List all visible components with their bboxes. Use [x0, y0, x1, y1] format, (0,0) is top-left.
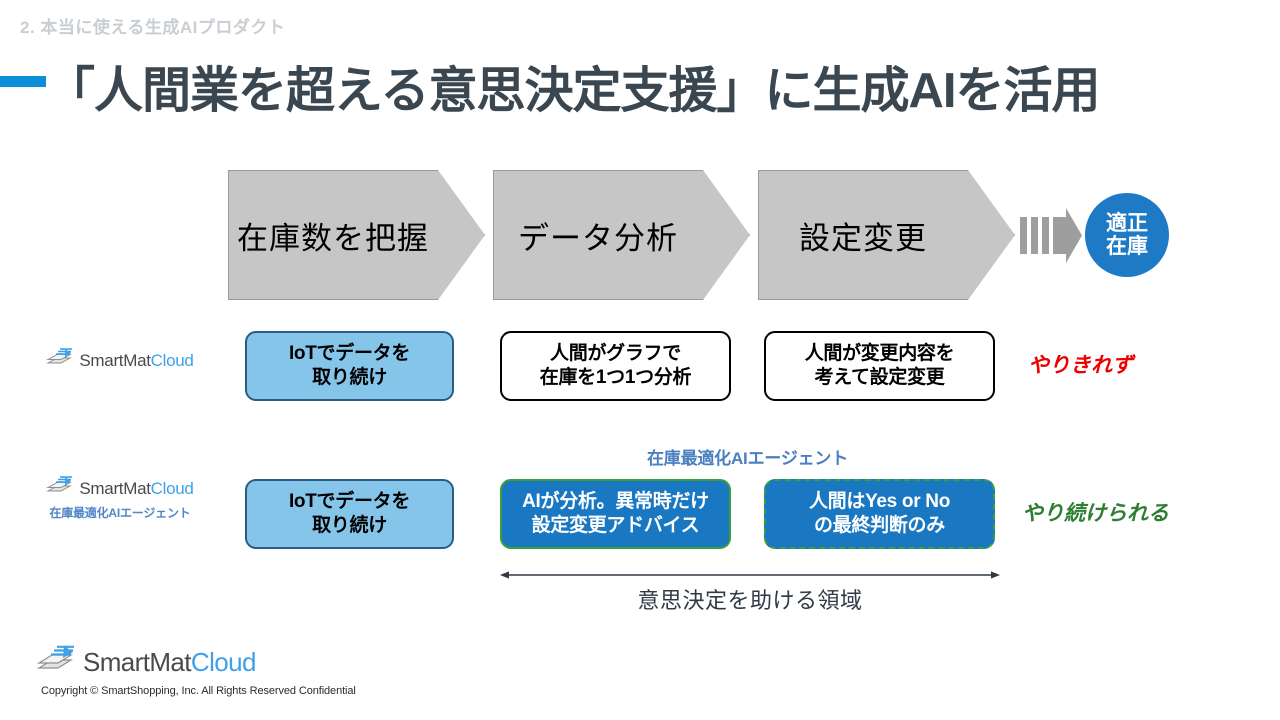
scope-span-arrow-icon [500, 568, 1000, 582]
row-1-box-1-line2: 取り続け [312, 367, 387, 388]
result-badge-line2: 在庫 [1106, 235, 1148, 258]
row-1-box-2: 人間がグラフで 在庫を1つ1つ分析 [500, 331, 731, 401]
scope-span-caption: 意思決定を助ける領域 [637, 588, 863, 613]
row-1-box-1: IoTでデータを 取り続け [245, 331, 454, 401]
row-2-box-3-line1: 人間はYes or No [808, 490, 951, 512]
smartmat-stack-icon [46, 476, 73, 501]
row-1-logo: SmartMatCloud [20, 348, 220, 373]
result-badge-line1: 適正 [1106, 211, 1148, 235]
page-title: 「人間業を超える意思決定支援」に生成AIを活用 [46, 64, 1101, 118]
row-1-logo-word1: SmartMat [79, 350, 151, 370]
row-2-box-3: 人間はYes or No の最終判断のみ [764, 479, 995, 549]
row-2-logo-word1: SmartMat [79, 478, 151, 498]
row-1-box-2-line2: 在庫を1つ1つ分析 [539, 367, 692, 388]
row-2-logo-word2: Cloud [150, 478, 194, 498]
row-1-box-2-line1: 人間がグラフで [550, 342, 681, 364]
row-2-box-2-line2: 設定変更アドバイス [531, 515, 700, 536]
row-2-logo-subtitle: 在庫最適化AIエージェント [49, 506, 191, 520]
footer-logo-word2: Cloud [190, 647, 257, 677]
result-badge: 適正 在庫 [1085, 193, 1169, 277]
smartmat-stack-icon [46, 348, 73, 373]
row-1-logo-text: SmartMatCloud [79, 350, 194, 371]
row-2-box-2: AIが分析。異常時だけ 設定変更アドバイス [500, 479, 731, 549]
process-step-2-label: データ分析 [518, 220, 678, 256]
row-2-note: やり続けられる [1022, 502, 1169, 525]
footer-logo-text: SmartMatCloud [83, 647, 256, 678]
footer-logo-word1: SmartMat [83, 647, 191, 677]
row-2-logo-text: SmartMatCloud [79, 478, 194, 499]
row-2-box-1-line1: IoTでデータを [288, 490, 411, 512]
row-2-logo-line: SmartMatCloud [46, 476, 194, 501]
row-1-logo-line: SmartMatCloud [46, 348, 194, 373]
process-step-1-label: 在庫数を把握 [237, 220, 429, 256]
process-step-1: 在庫数を把握 [228, 170, 485, 300]
copyright-text: Copyright © SmartShopping, Inc. All Righ… [41, 685, 356, 697]
row-1-note: やりきれず [1028, 354, 1133, 377]
process-step-3-label: 設定変更 [799, 220, 927, 256]
row-2-logo: SmartMatCloud 在庫最適化AIエージェント [20, 476, 220, 521]
row-2-box-3-line2: の最終判断のみ [814, 515, 945, 536]
footer-logo: SmartMatCloud [36, 645, 356, 680]
row-2-box-2-line1: AIが分析。異常時だけ [522, 490, 709, 512]
row-2-box-1-line2: 取り続け [312, 515, 387, 536]
smartmat-stack-icon [36, 645, 74, 680]
row-2-box-1: IoTでデータを 取り続け [245, 479, 454, 549]
title-accent-bar [0, 76, 46, 87]
motion-arrow-icon [1020, 208, 1082, 263]
section-eyebrow: 2. 本当に使える生成AIプロダクト [20, 18, 286, 37]
row-1-box-1-line1: IoTでデータを [288, 342, 411, 364]
row-1-box-3-line2: 考えて設定変更 [814, 367, 945, 388]
process-step-2: データ分析 [493, 170, 750, 300]
row-1-logo-word2: Cloud [150, 350, 194, 370]
agent-scope-label: 在庫最適化AIエージェント [646, 449, 849, 468]
row-1-box-3: 人間が変更内容を 考えて設定変更 [764, 331, 995, 401]
process-step-3: 設定変更 [758, 170, 1015, 300]
footer: SmartMatCloud Copyright © SmartShopping,… [36, 645, 356, 697]
row-1-box-3-line1: 人間が変更内容を [804, 342, 955, 364]
